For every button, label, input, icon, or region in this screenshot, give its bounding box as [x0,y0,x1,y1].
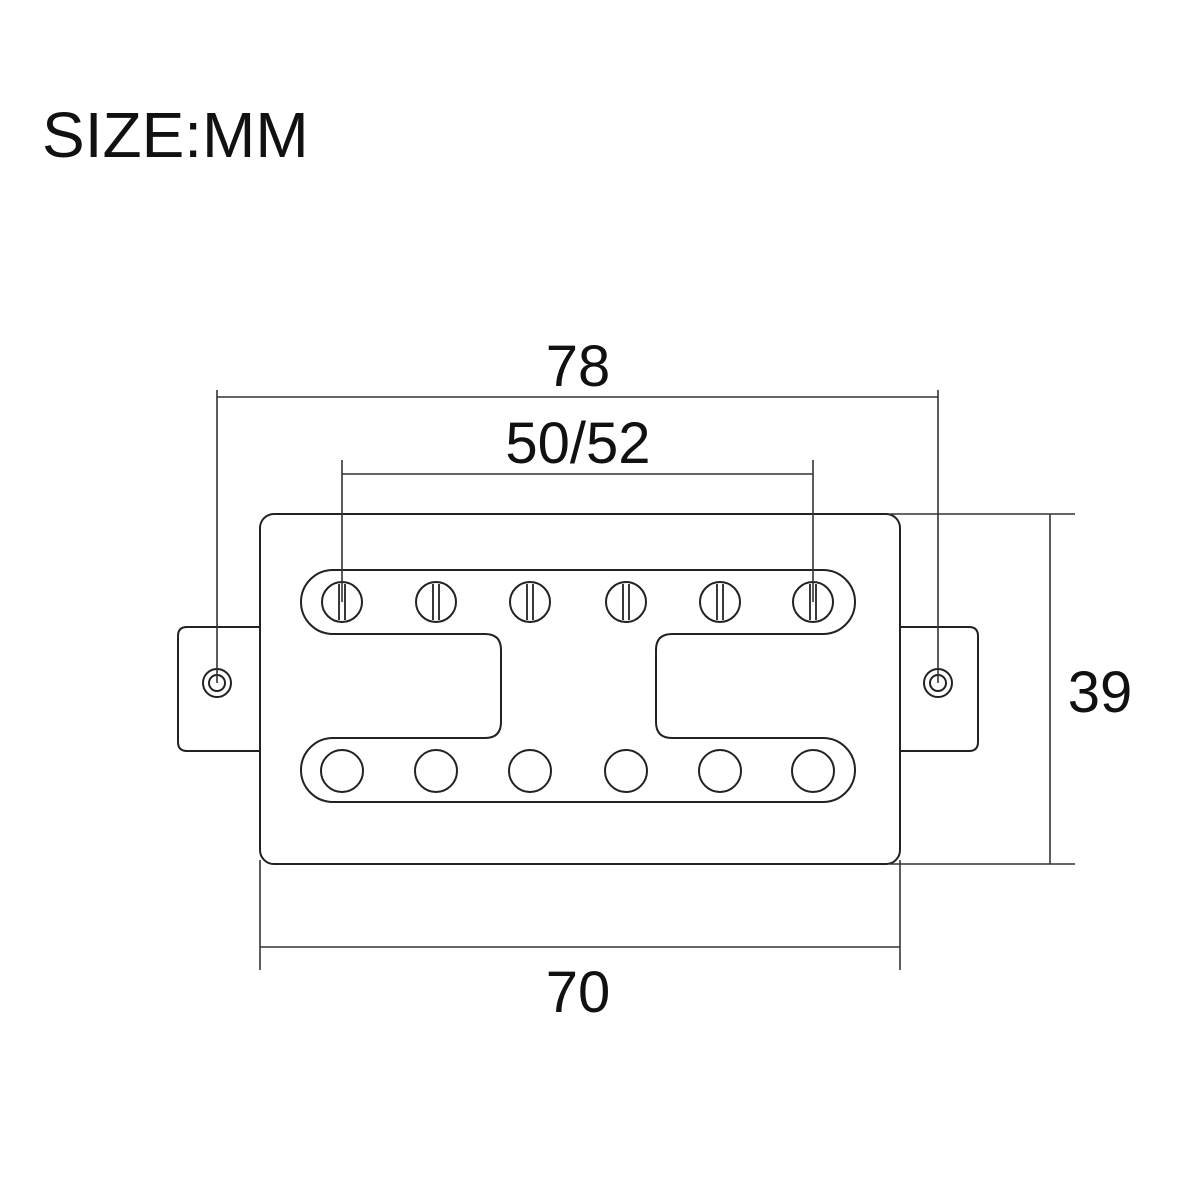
slotted-pole-piece [415,581,457,623]
plain-pole-row [320,749,835,793]
right-mounting-ear [900,626,979,752]
pole-spacing-label: 50/52 [505,411,650,476]
left-mounting-ear [177,626,260,752]
height-label: 39 [1068,660,1133,725]
slotted-pole-piece [509,581,551,623]
body-width-label: 70 [546,960,611,1025]
pickup-body [259,513,901,865]
plain-pole-piece [320,749,364,793]
plain-pole-piece [604,749,648,793]
slotted-pole-piece [605,581,647,623]
body-width-dimension: 70 [259,860,901,1025]
pole-spacing-dimension: 50/52 [341,411,814,602]
slotted-pole-piece [699,581,741,623]
bobbin-outline [300,569,856,803]
height-dimension: 39 [890,513,1133,865]
plain-pole-piece [414,749,458,793]
slotted-pole-piece [792,581,834,623]
overall-width-dimension: 78 [216,334,939,683]
plain-pole-piece [698,749,742,793]
size-unit-title: SIZE:MM [42,99,309,171]
slotted-pole-row [321,581,834,623]
overall-width-label: 78 [546,334,611,399]
plain-pole-piece [508,749,552,793]
plain-pole-piece [791,749,835,793]
